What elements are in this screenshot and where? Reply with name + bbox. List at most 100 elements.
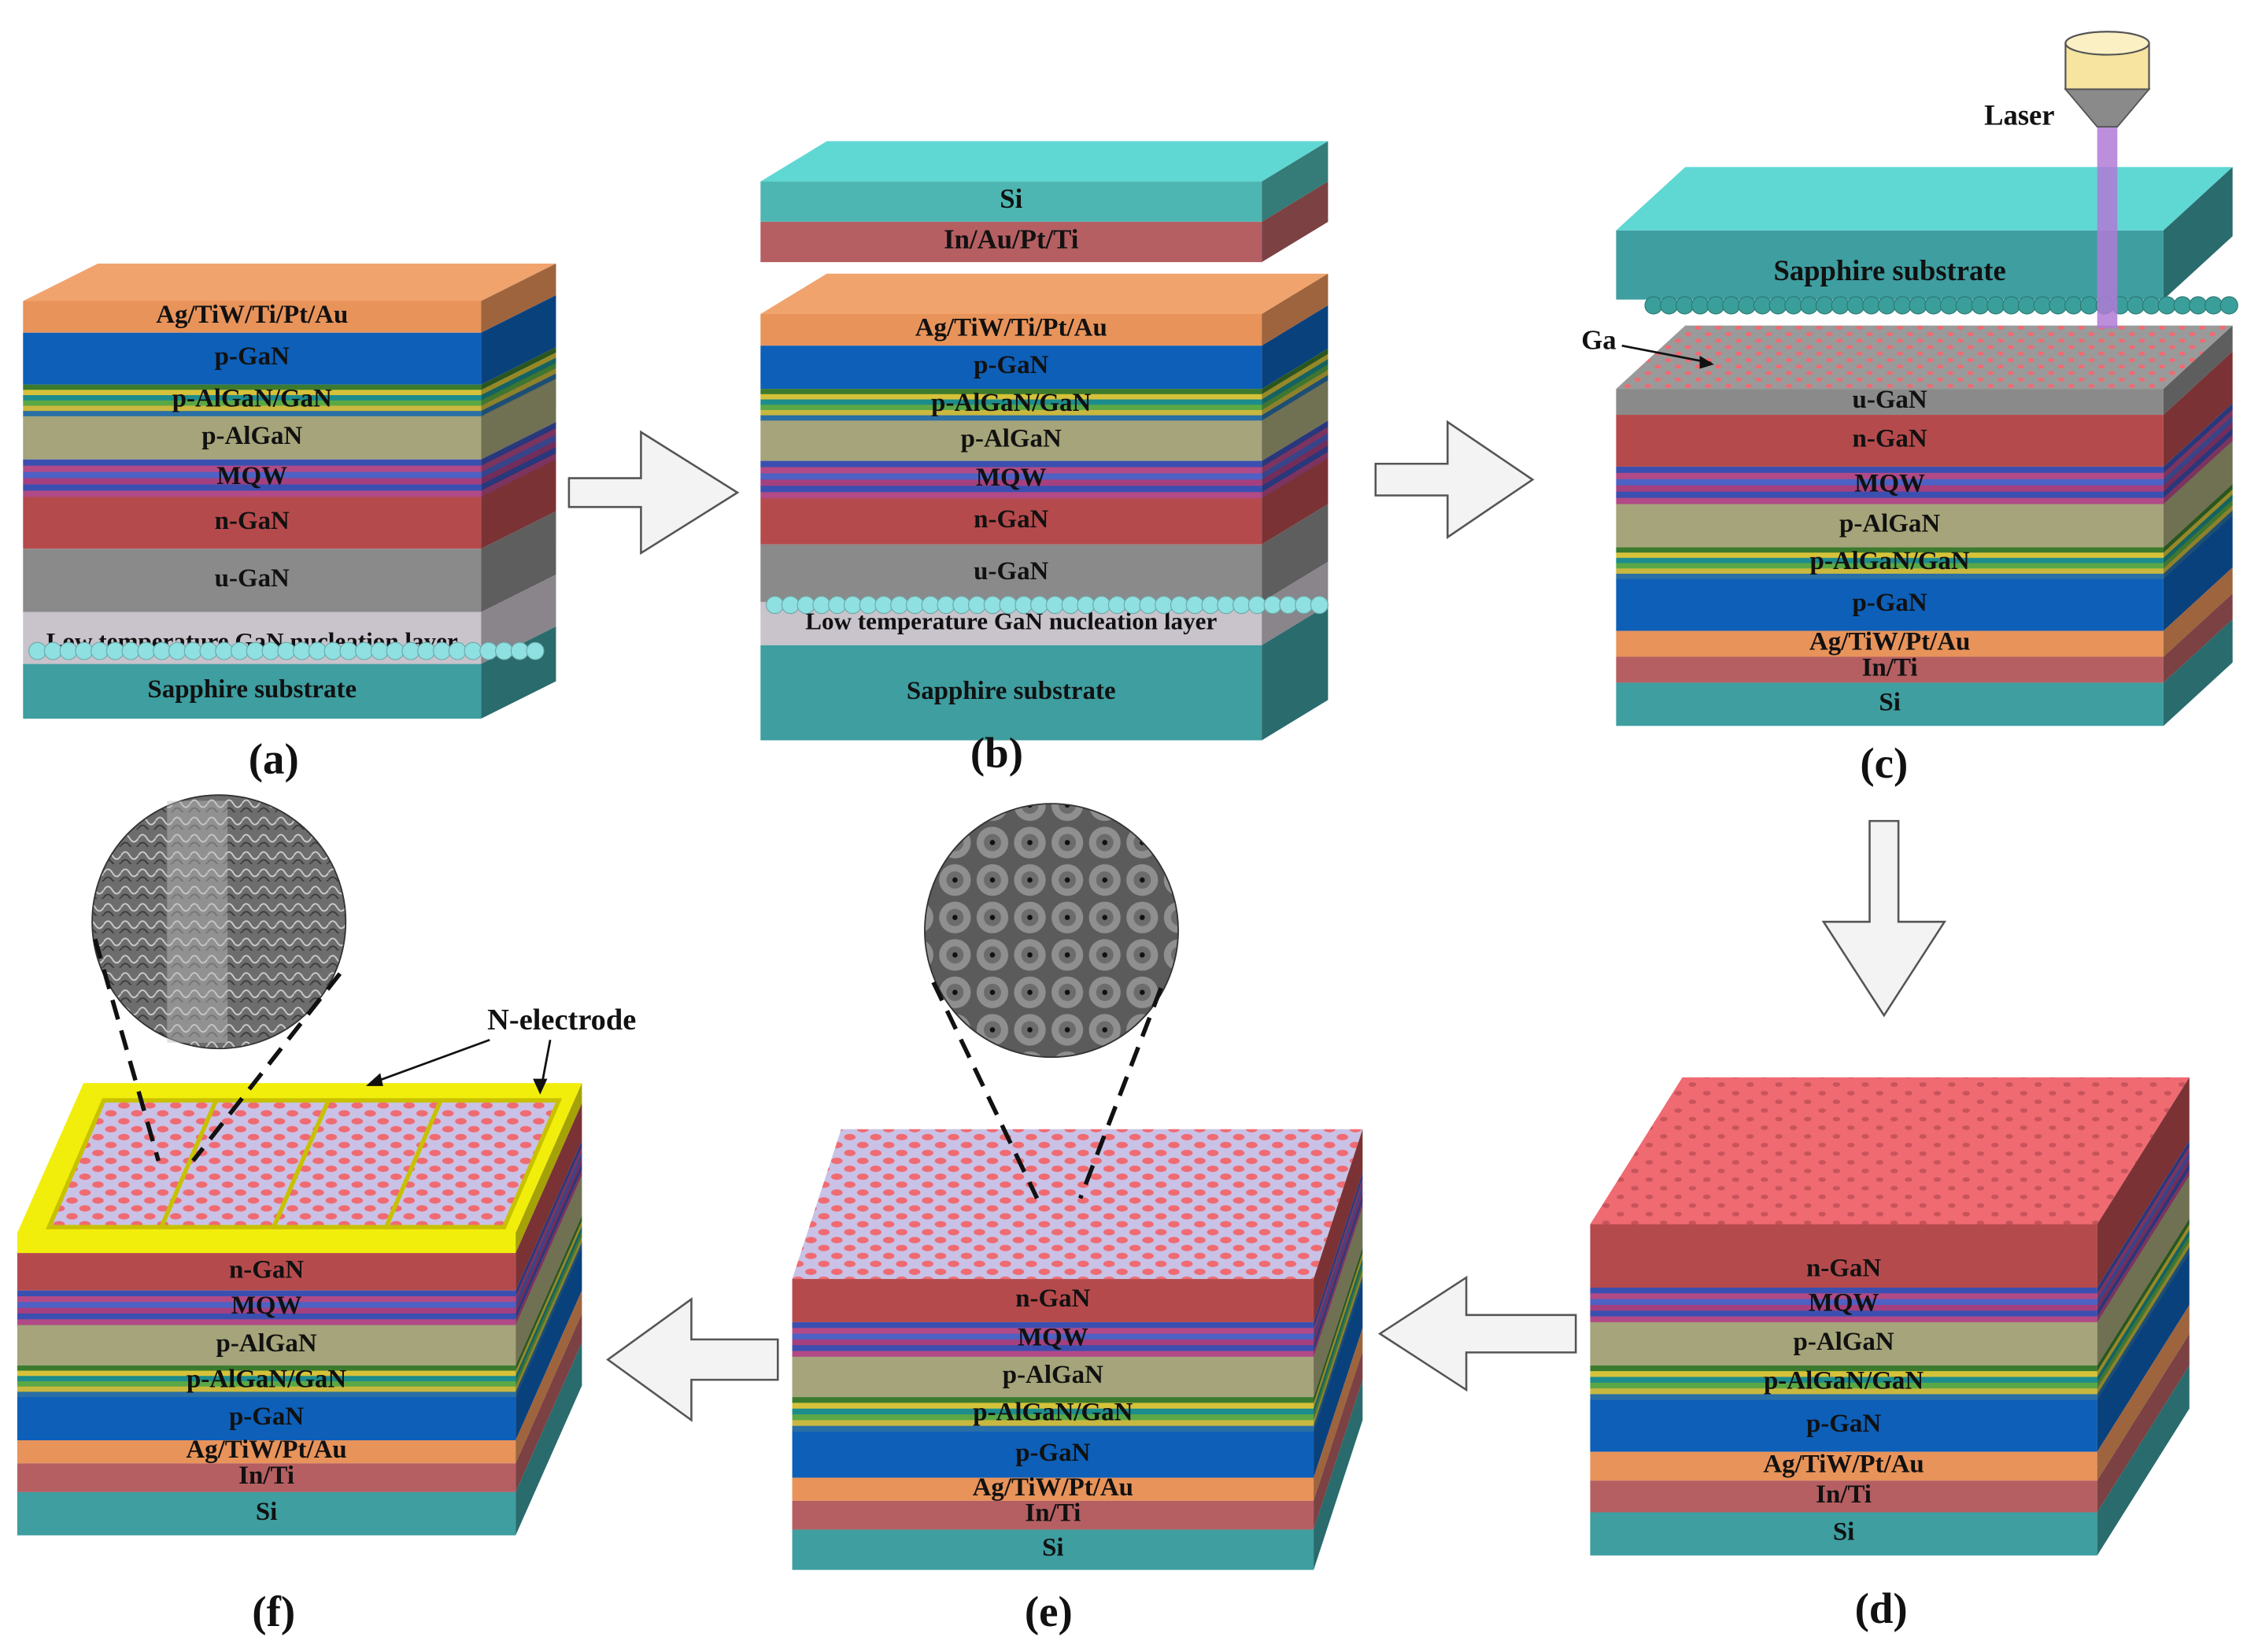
layer-alganGan (1616, 483, 2233, 580)
layer-mqw-stripe (760, 479, 1262, 486)
layer-palgan (1590, 1175, 2190, 1366)
layer-alganGan-stripe (17, 1365, 516, 1372)
label-inti: In/Ti (238, 1462, 294, 1490)
layer-pgan-front (792, 1432, 1314, 1478)
layer-mqw-stripe (17, 1313, 516, 1320)
layer-mqw-side-stripe (1262, 433, 1329, 480)
nucleation-beads-bead (812, 596, 831, 615)
ga-beads-top-bead (2127, 296, 2145, 315)
nucleation-beads-bead (401, 641, 420, 660)
layer-alganGan-side-stripe (481, 347, 556, 390)
layer-mqw-stripe (1616, 479, 2164, 486)
nucleation-beads (766, 596, 1329, 615)
layer-mqw-side-stripe (516, 1163, 582, 1320)
layer-alganGan-stripe (792, 1408, 1314, 1415)
label-metal: Ag/TiW/Pt/Au (186, 1436, 346, 1464)
label-ugan: u-GaN (215, 564, 290, 593)
layer-mqw-stripe (1590, 1304, 2097, 1311)
layer-sapphire-front (23, 663, 482, 719)
layer-alganGan-side-stripe (2163, 504, 2233, 575)
label-palgan: p-AlGaN (961, 425, 1062, 453)
layer-alganGan-side-stripe (2097, 1229, 2190, 1384)
panel-e: n-GaNMQWp-AlGaNp-AlGaN/GaNp-GaNAg/TiW/Pt… (792, 803, 1363, 1635)
layer-alganGan-side-stripe (2163, 510, 2233, 580)
layer-alganGan-side-stripe (2163, 494, 2233, 564)
layer-alganGan-stripe (1616, 547, 2164, 553)
ga-beads-top-bead (1862, 296, 1881, 315)
caption-b: (b) (970, 729, 1023, 777)
layer-pgan (1616, 516, 2233, 631)
panel-a: Ag/TiW/Ti/Pt/Aup-GaNp-AlGaN/GaNp-AlGaNMQ… (23, 263, 556, 782)
ga-beads-top-bead (2002, 296, 2021, 315)
nucleation-beads-bead (105, 641, 124, 660)
layer-ngan (792, 1129, 1363, 1322)
layer-ngan-side (2163, 351, 2233, 467)
layer-alganGan-side-stripe (481, 352, 556, 396)
zoom-line-left (93, 938, 161, 1162)
layer-mqw-side-stripe (516, 1140, 582, 1297)
label-n-electrode: N-electrode (487, 1003, 636, 1037)
layer-mqw-side-stripe (2097, 1158, 2190, 1311)
nucleation-beads-bead (277, 641, 296, 660)
arrow-a-to-b (567, 430, 740, 556)
layer-si (1616, 619, 2233, 726)
label-mqw: MQW (1809, 1289, 1879, 1318)
label-ga: Ga (1581, 325, 1616, 356)
ga-beads-top-bead (1939, 296, 1959, 315)
layer-palgan-side (1262, 380, 1329, 461)
layer-pgan-front (17, 1397, 516, 1440)
layer-alganGan-stripe (792, 1420, 1314, 1427)
layer-metal (17, 1290, 582, 1464)
label-top-inaupt: In/Au/Pt/Ti (944, 224, 1079, 254)
layer-alganGan-stripe (1616, 573, 2164, 580)
label-sapphire: Sapphire substrate (907, 677, 1116, 705)
layer-alganGan-side-stripe (481, 373, 556, 417)
label-alganGan: p-AlGaN/GaN (931, 389, 1091, 417)
layer-mqw (792, 1172, 1363, 1358)
layer-alganGan (792, 1247, 1363, 1432)
sem-ridge-highlight (167, 800, 228, 1043)
layer-ngan-side (516, 1103, 582, 1291)
arrow-d-to-e (1377, 1275, 1577, 1392)
layer-alganGan-side-stripe (481, 363, 556, 406)
layer-alganGan-stripe (17, 1370, 516, 1377)
layer-inti-side (2097, 1333, 2190, 1513)
layer-alganGan (17, 1215, 582, 1398)
ga-beads-top-bead (2079, 296, 2098, 315)
nucleation-beads-bead (1263, 596, 1282, 615)
layer-alganGan-side-stripe (516, 1215, 582, 1372)
layer-mqw-side-stripe (1314, 1184, 1363, 1340)
layer-mqw-stripe (23, 459, 482, 467)
ga-beads-top-bead (2049, 296, 2068, 315)
layer-mqw-stripe (23, 465, 482, 473)
layer-ngan (17, 1103, 582, 1291)
layer-alganGan-stripe (760, 394, 1262, 401)
nucleation-beads-bead (1139, 596, 1158, 615)
layer-palgan-front (17, 1325, 516, 1366)
nucleation-beads-bead (1185, 596, 1204, 615)
layer-metal-front (1616, 630, 2164, 657)
nucleation-beads-bead (999, 596, 1018, 615)
layer-palgan-front (23, 416, 482, 460)
ga-beads-top-bead (1706, 296, 1725, 315)
ga-beads-top-bead (2033, 296, 2052, 315)
layer-mqw-stripe (17, 1290, 516, 1297)
layer-mqw-stripe (23, 490, 482, 497)
nucleation-beads-bead (968, 596, 987, 615)
layer-palgan (1616, 440, 2233, 548)
layer-mqw-side-stripe (1314, 1195, 1363, 1352)
nucleation-beads-bead (526, 641, 545, 660)
nucleation-beads-bead (215, 641, 234, 660)
label-mqw: MQW (231, 1292, 302, 1320)
layer-alganGan-stripe (1590, 1394, 2097, 1401)
layer-alganGan (760, 348, 1329, 421)
layer-alganGan-stripe (1616, 568, 2164, 575)
ga-beads-top-bead (2189, 296, 2208, 315)
nucleation-beads-bead (137, 641, 156, 660)
layer-pgan-side (1262, 305, 1329, 390)
layer-ngan-front (1616, 415, 2164, 467)
label-sapphire: Sapphire substrate (147, 675, 357, 704)
label-pgan: p-GaN (1015, 1439, 1090, 1467)
nucleation-beads-bead (339, 641, 358, 660)
layer-ngan-side (1314, 1129, 1363, 1322)
